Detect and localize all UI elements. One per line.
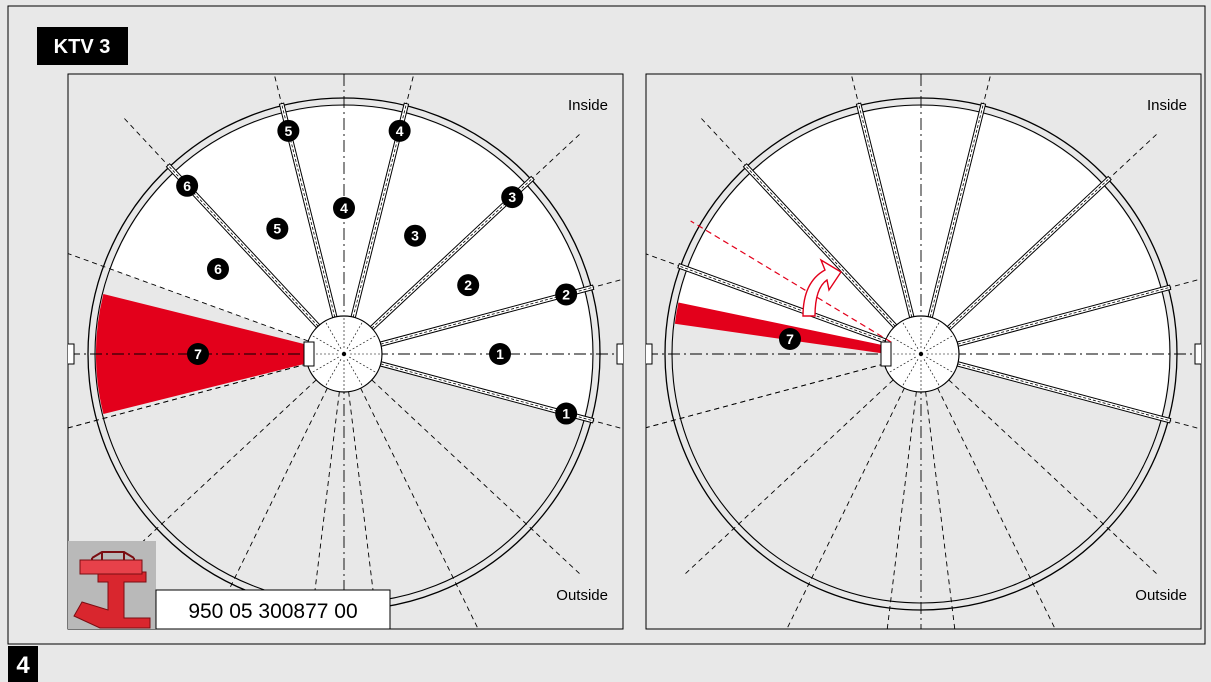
left-hub-spoke-120 — [325, 322, 342, 349]
left-segment-number-1-circle — [489, 343, 511, 365]
left-guide-14 — [68, 363, 308, 429]
left-segment-number-3-circle — [404, 224, 427, 247]
right-highlight-number-circle — [779, 328, 801, 350]
right-tread-2 — [948, 184, 1161, 345]
right-highlight-number: 7 — [786, 331, 794, 347]
right-guide-4 — [886, 391, 917, 629]
left-edge-tab-left — [68, 343, 75, 365]
left-wall-number-3-circle — [501, 186, 524, 209]
left-segment-number-5-circle — [266, 217, 289, 240]
left-wall-number-4: 4 — [396, 123, 404, 139]
left-hub-center — [341, 351, 347, 357]
left-hub-spoke-30 — [349, 335, 376, 352]
right-edge-tab-left — [646, 343, 653, 365]
left-panel: 1 2 3 4 5 6 1 2 3 4 5 6 7 Inside Outside 950 05 3008… — [67, 73, 624, 630]
right-hub-spoke-150 — [889, 335, 916, 352]
right-guide-5 — [786, 387, 905, 629]
left-wall-number-2: 2 — [562, 286, 570, 302]
right-guide-14 — [646, 363, 885, 429]
left-guide-3 — [348, 391, 379, 629]
left-wall-number-2-circle — [555, 283, 578, 306]
right-hub-spoke-210 — [889, 356, 916, 373]
left-hub-spoke-210 — [312, 356, 339, 373]
right-hub-clip — [880, 341, 892, 367]
right-dashed-preview — [690, 220, 892, 343]
left-segment-number-3: 3 — [411, 228, 419, 244]
left-hub-spoke-240 — [325, 359, 342, 386]
left-hub-spoke-300 — [346, 359, 363, 386]
step-number: 4 — [16, 652, 30, 679]
left-guide-6 — [105, 379, 317, 577]
right-hub-spoke-240 — [902, 359, 919, 386]
left-segment-number-4-circle — [333, 197, 355, 219]
step-badge — [8, 646, 38, 682]
left-guide-13 — [68, 253, 309, 342]
left-stair-plan: 1 2 3 4 5 6 1 2 3 4 5 6 7 — [68, 74, 623, 629]
left-wall-number-5: 5 — [284, 123, 292, 139]
right-tread-extra — [675, 269, 886, 349]
left-wall-number-4-circle — [388, 119, 411, 142]
right-tread-6 — [687, 172, 896, 342]
left-wall-number-6: 6 — [183, 178, 191, 194]
right-hub-center — [918, 351, 924, 357]
right-guide-2 — [937, 387, 1056, 629]
left-tread-6 — [110, 172, 319, 342]
right-highlight-segment — [674, 302, 887, 354]
right-hub-spoke-60 — [923, 322, 940, 349]
left-wall-number-5-circle — [277, 119, 300, 142]
right-hub-spoke-120 — [902, 322, 919, 349]
right-hub-spoke-30 — [926, 335, 953, 352]
part-number: 950 05 300877 00 — [188, 600, 357, 623]
left-hub-spoke-150 — [312, 335, 339, 352]
right-tread-1 — [957, 289, 1169, 419]
left-wall-number-1-circle — [555, 402, 578, 425]
left-guide-2 — [360, 387, 479, 629]
left-tread-3 — [353, 113, 526, 329]
rotation-arrow-icon — [802, 258, 842, 317]
right-tread-3 — [930, 113, 1103, 329]
right-hub-spoke-330 — [926, 356, 953, 373]
right-outside-label: Outside — [1135, 587, 1187, 604]
left-segment-number-4: 4 — [340, 200, 348, 216]
right-hub-spoke-300 — [923, 359, 940, 386]
left-segment-number-5: 5 — [273, 221, 281, 237]
left-hub-spoke-60 — [346, 322, 363, 349]
right-guide-3 — [925, 391, 956, 629]
part-thumbnail — [68, 541, 156, 629]
left-inside-label: Inside — [568, 97, 608, 114]
part-number-box — [155, 589, 391, 630]
left-guide-4 — [309, 391, 340, 629]
right-guide-1 — [948, 379, 1160, 577]
left-hub-spoke-330 — [349, 356, 376, 373]
left-edge-tab-right — [616, 343, 623, 365]
left-guide-1 — [371, 379, 583, 577]
left-segment-number-1: 1 — [496, 346, 504, 362]
right-stair-plan: 7 — [646, 74, 1201, 629]
right-guide-6 — [682, 379, 894, 577]
right-panel: 7 Inside Outside — [645, 73, 1202, 630]
left-wall-number-1: 1 — [562, 406, 570, 422]
title-text: KTV 3 — [54, 36, 111, 58]
title-badge — [37, 27, 128, 65]
left-highlight-number-circle — [187, 343, 209, 365]
left-wall-number-6-circle — [176, 174, 199, 197]
right-inside-label: Inside — [1147, 97, 1187, 114]
left-tread-2 — [371, 184, 584, 345]
left-segment-number-6: 6 — [214, 261, 222, 277]
left-guide-5 — [209, 387, 328, 629]
left-outside-label: Outside — [556, 587, 608, 604]
right-edge-tab-right — [1194, 343, 1201, 365]
left-segment-number-2-circle — [457, 274, 480, 297]
left-wall-number-3: 3 — [508, 189, 516, 205]
left-hub-clip — [303, 341, 315, 367]
left-segment-number-2: 2 — [464, 277, 472, 293]
left-highlight-number: 7 — [194, 346, 202, 362]
left-segment-number-6-circle — [206, 258, 229, 281]
